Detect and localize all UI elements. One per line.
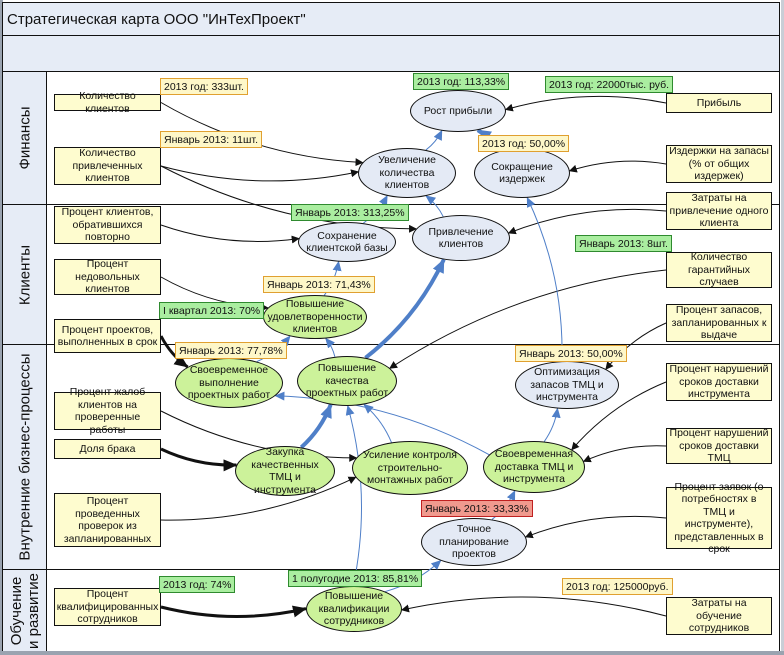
- measure-link-arrow: [160, 165, 360, 182]
- cause-link-arrow: [543, 407, 561, 442]
- indicator-box[interactable]: Процент заявок (о потребностях в ТМЦ и и…: [666, 481, 772, 555]
- measure-link-arrow: [524, 515, 667, 539]
- goal-node[interactable]: Своевременное выполнение проектных работ: [175, 358, 283, 408]
- value-tag: Январь 2013: 77,78%: [175, 342, 287, 359]
- value-tag: 2013 год: 113,33%: [413, 73, 510, 90]
- goal-node[interactable]: Привлечение клиентов: [412, 215, 510, 261]
- value-tag: Январь 2013: 11шт.: [160, 131, 262, 148]
- page-title: Стратегическая карта ООО "ИнТехПроект": [7, 11, 306, 28]
- lane-header-clients: Клиенты: [2, 204, 47, 345]
- indicator-box[interactable]: Количество клиентов: [54, 90, 161, 115]
- indicator-box[interactable]: Количество гарантийных случаев: [666, 251, 772, 288]
- measure-link-arrow: [400, 596, 667, 617]
- goal-node[interactable]: Рост прибыли: [410, 90, 506, 132]
- goal-node[interactable]: Усиление контроля строительно-монтажных …: [352, 441, 468, 495]
- indicator-box[interactable]: Прибыль: [666, 93, 772, 113]
- value-tag: Январь 2013: 71,43%: [263, 276, 375, 293]
- measure-link-arrow: [605, 322, 667, 370]
- measure-link-arrow: [160, 476, 357, 521]
- indicator-box[interactable]: Затраты на привлечение одного клиента: [666, 192, 772, 230]
- indicator-box[interactable]: Доля брака: [54, 439, 161, 459]
- value-tag: 2013 год: 125000руб.: [562, 578, 673, 595]
- indicator-box[interactable]: Процент квалифицированных сотрудников: [54, 588, 161, 626]
- goal-node[interactable]: Сохранение клиентской базы: [298, 222, 396, 262]
- cause-link-arrow: [526, 196, 563, 362]
- goal-node[interactable]: Повышение качества проектных работ: [297, 356, 397, 406]
- value-tag: Январь 2013: 8шт.: [575, 235, 672, 252]
- goal-node[interactable]: Закупка качественных ТМЦ и инструмента: [235, 446, 335, 496]
- goal-node[interactable]: Своевременная доставка ТМЦ и инструмента: [483, 441, 585, 493]
- value-tag: 2013 год: 50,00%: [478, 135, 570, 152]
- indicator-box[interactable]: Процент недовольных клиентов: [54, 258, 161, 295]
- indicator-box[interactable]: Процент жалоб клиентов на проверенные ра…: [54, 386, 161, 436]
- indicator-box[interactable]: Процент нарушений сроков доставки ТМЦ: [666, 427, 772, 464]
- value-tag: Январь 2013: 33,33%: [421, 500, 533, 517]
- measure-link-arrow: [571, 381, 667, 451]
- goal-node[interactable]: Оптимизация запасов ТМЦ и инструмента: [515, 361, 619, 409]
- measure-link-arrow: [160, 447, 238, 472]
- value-tag: Январь 2013: 313,25%: [291, 204, 409, 221]
- value-tag: 2013 год: 74%: [159, 576, 236, 593]
- indicator-box[interactable]: Процент клиентов, обратившихся повторно: [54, 206, 161, 244]
- measure-link-arrow: [160, 224, 300, 244]
- goal-node[interactable]: Точное планирование проектов: [421, 518, 527, 566]
- indicator-box[interactable]: Процент нарушений сроков доставки инстру…: [666, 363, 772, 401]
- measure-link-arrow: [568, 160, 667, 173]
- measure-link-arrow: [160, 605, 307, 619]
- indicator-box[interactable]: Издержки на запасы (% от общих издержек): [666, 145, 772, 183]
- value-tag: Январь 2013: 50,00%: [515, 345, 627, 362]
- measure-link-arrow: [582, 445, 667, 463]
- indicator-box[interactable]: Процент проведенных проверок из запланир…: [54, 493, 161, 547]
- cause-link-arrow: [345, 405, 363, 587]
- goal-node[interactable]: Повышение удовлетворенности клиентов: [263, 295, 367, 339]
- goal-node[interactable]: Сокращение издержек: [474, 148, 570, 198]
- frame-bottom-border: [0, 651, 784, 655]
- frame-right-border: [781, 0, 784, 655]
- frame-left-border: [0, 0, 3, 655]
- indicator-box[interactable]: Процент проектов, выполненных в срок: [54, 319, 161, 353]
- cause-link-arrow: [425, 195, 444, 217]
- goal-node[interactable]: Повышение квалификации сотрудников: [306, 586, 402, 632]
- indicator-box[interactable]: Количество привлеченных клиентов: [54, 147, 161, 185]
- value-tag: 2013 год: 22000тыс. руб.: [545, 76, 674, 93]
- indicator-box[interactable]: Затраты на обучение сотрудников: [666, 597, 772, 635]
- value-tag: 1 полугодие 2013: 85,81%: [288, 570, 423, 587]
- value-tag: I квартал 2013: 70%: [159, 302, 265, 319]
- cause-link-arrow: [364, 258, 446, 360]
- cause-link-arrow: [325, 337, 336, 357]
- measure-link-arrow: [507, 208, 667, 235]
- value-tag: 2013 год: 333шт.: [160, 78, 248, 95]
- goal-node[interactable]: Увеличение количества клиентов: [358, 148, 456, 198]
- cause-link-arrow: [425, 129, 443, 151]
- cause-link-arrow: [299, 403, 333, 449]
- lane-header-finance: Финансы: [2, 71, 47, 205]
- measure-link-arrow: [504, 95, 667, 112]
- measure-link-arrow: [389, 269, 667, 369]
- header-spacer: [2, 35, 780, 72]
- indicator-box[interactable]: Процент запасов, запланированных к выдач…: [666, 304, 772, 342]
